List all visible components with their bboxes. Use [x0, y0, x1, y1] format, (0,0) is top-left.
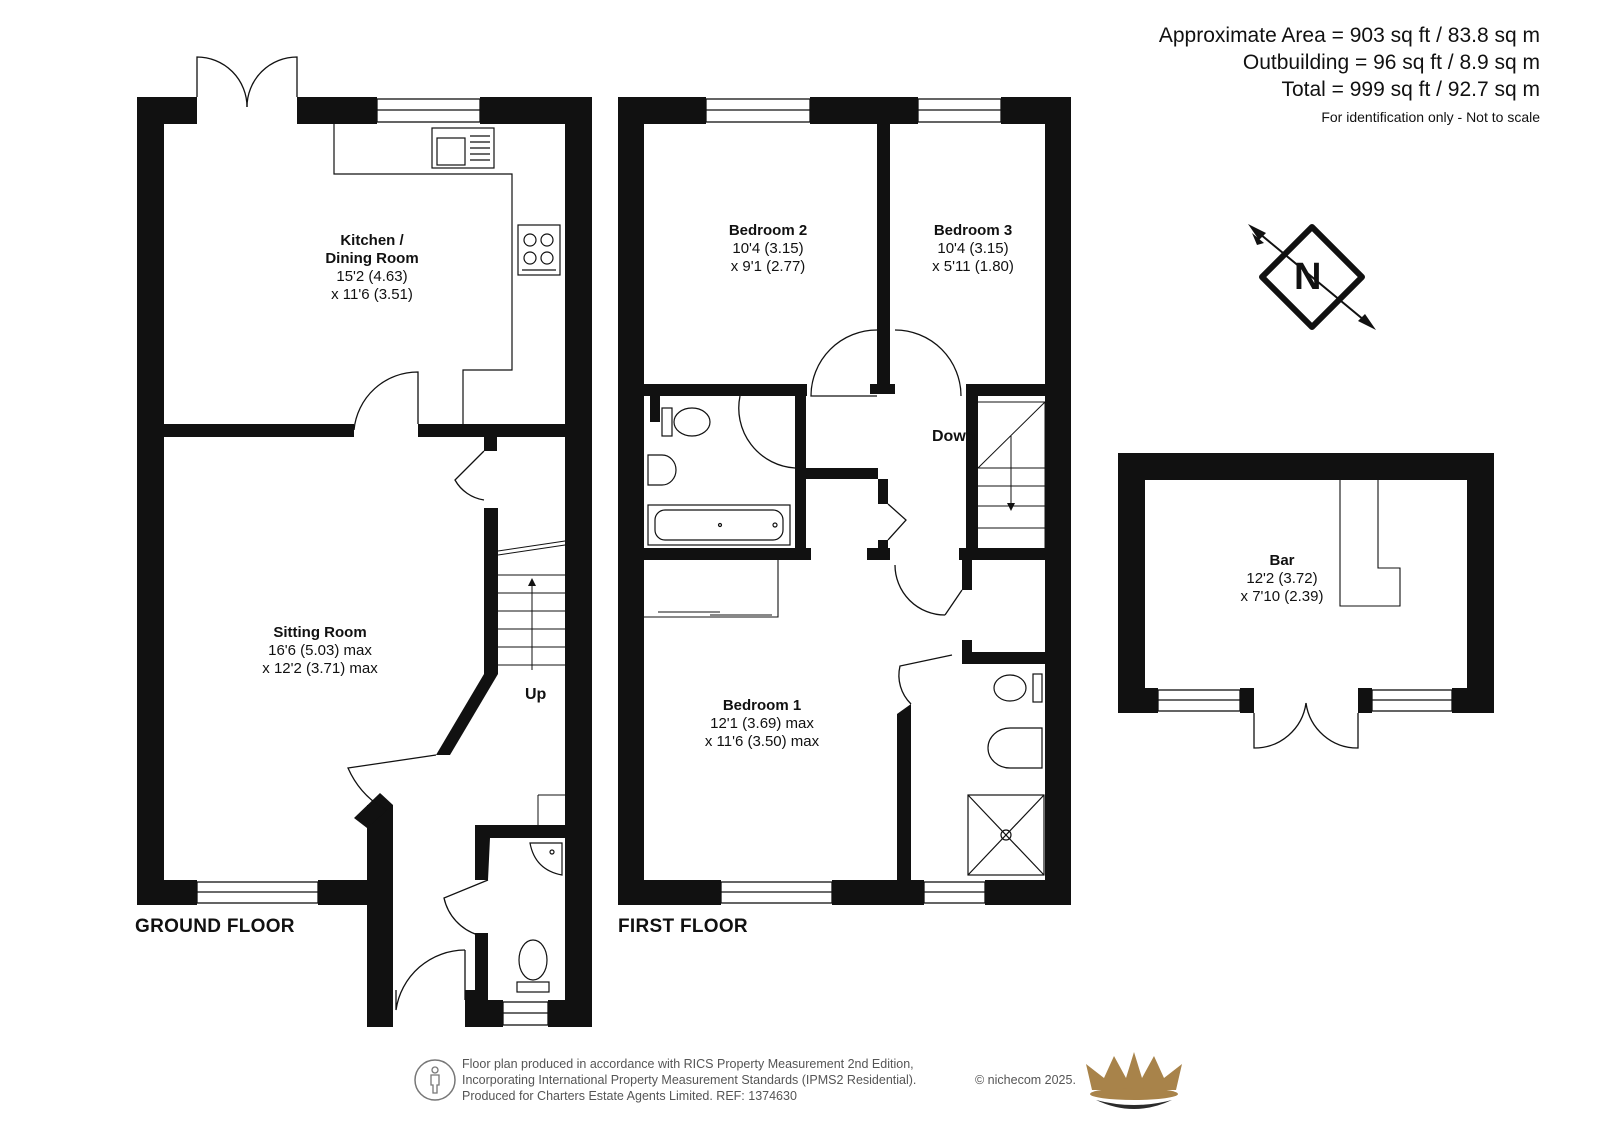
room-dimension: 10'4 (3.15) [732, 240, 804, 257]
first-bathroom-fittings [647, 407, 791, 546]
room-bedroom1: Bedroom 1 12'1 (3.69) max x 11'6 (3.50) … [705, 697, 819, 751]
room-bedroom2: Bedroom 2 10'4 (3.15) x 9'1 (2.77) [729, 222, 807, 276]
room-sitting: Sitting Room 16'6 (5.03) max x 12'2 (3.7… [262, 624, 377, 678]
approximate-area: Approximate Area = 903 sq ft / 83.8 sq m [1158, 24, 1540, 47]
room-dimension: x 7'10 (2.39) [1240, 588, 1324, 605]
room-name: Sitting Room [273, 624, 367, 641]
room-dimension: x 11'6 (3.51) [331, 286, 413, 303]
first-floor-doors [738, 329, 963, 705]
kitchen-french-doors [196, 56, 298, 108]
outbuilding-plan [1118, 453, 1494, 749]
room-kitchen: Kitchen / Dining Room 15'2 (4.63) x 11'6… [325, 232, 418, 304]
room-dimension: 12'2 (3.72) [1246, 570, 1318, 587]
room-dimension: 10'4 (3.15) [937, 240, 1009, 257]
bar-counter [1339, 480, 1401, 607]
room-dimension: 15'2 (4.63) [336, 268, 408, 285]
hall-cupboard [537, 794, 565, 825]
stairs-down [977, 401, 1046, 548]
ground-floor-windows [196, 98, 549, 1026]
first-floor-windows [705, 98, 1002, 904]
room-dimension: x 12'2 (3.71) max [262, 660, 378, 677]
room-dimension: x 11'6 (3.50) max [704, 733, 820, 750]
ground-floor-label: GROUND FLOOR [135, 916, 295, 937]
room-name: Kitchen / [340, 232, 404, 249]
room-dimension: x 5'11 (1.80) [932, 258, 1014, 275]
scale-note: For identification only - Not to scale [1321, 109, 1540, 125]
room-dimension: 12'1 (3.69) max [710, 715, 814, 732]
room-name: Bedroom 2 [728, 222, 808, 239]
ground-floor-plan [137, 56, 592, 1027]
first-floor-walls [618, 97, 1071, 905]
person-info-icon [414, 1059, 456, 1101]
ground-wc-fittings [516, 842, 563, 993]
copyright: © nichecom 2025. [975, 1073, 1076, 1087]
stairs-down-label: Down [932, 428, 976, 445]
outbuilding-walls [1118, 453, 1494, 713]
outbuilding-windows [1157, 689, 1453, 712]
crown-logo-icon [1086, 1052, 1182, 1109]
total-area: Total = 999 sq ft / 92.7 sq m [1281, 78, 1540, 101]
footer-line: Incorporating International Property Mea… [462, 1073, 917, 1087]
bedroom1-wardrobe [644, 560, 779, 618]
area-summary: Approximate Area = 903 sq ft / 83.8 sq m… [1159, 22, 1540, 125]
footer-line: Produced for Charters Estate Agents Limi… [462, 1089, 797, 1103]
ensuite-fittings [967, 673, 1045, 876]
room-name: Bedroom 3 [933, 222, 1013, 239]
outbuilding-french-doors [1253, 702, 1359, 749]
room-bar: Bar 12'2 (3.72) x 7'10 (2.39) [1241, 552, 1324, 606]
kitchen-units [333, 124, 561, 424]
ground-floor-walls [137, 97, 592, 1027]
first-floor-plan [618, 97, 1071, 905]
stairs-up [497, 540, 566, 670]
room-name: Bar [1269, 552, 1295, 569]
footer-notice: Floor plan produced in accordance with R… [462, 1056, 916, 1104]
room-name: Dining Room [325, 250, 419, 267]
ground-floor-doors [347, 371, 489, 1011]
compass-icon [1248, 224, 1376, 330]
room-dimension: x 9'1 (2.77) [730, 258, 806, 275]
outbuilding-area: Outbuilding = 96 sq ft / 8.9 sq m [1242, 51, 1540, 74]
compass-letter: N [1294, 256, 1322, 298]
room-bedroom3: Bedroom 3 10'4 (3.15) x 5'11 (1.80) [932, 222, 1014, 276]
first-floor-label: FIRST FLOOR [618, 916, 748, 937]
stairs-up-label: Up [525, 686, 547, 703]
footer-line: Floor plan produced in accordance with R… [462, 1057, 914, 1071]
room-name: Bedroom 1 [722, 697, 802, 714]
room-dimension: 16'6 (5.03) max [268, 642, 372, 659]
